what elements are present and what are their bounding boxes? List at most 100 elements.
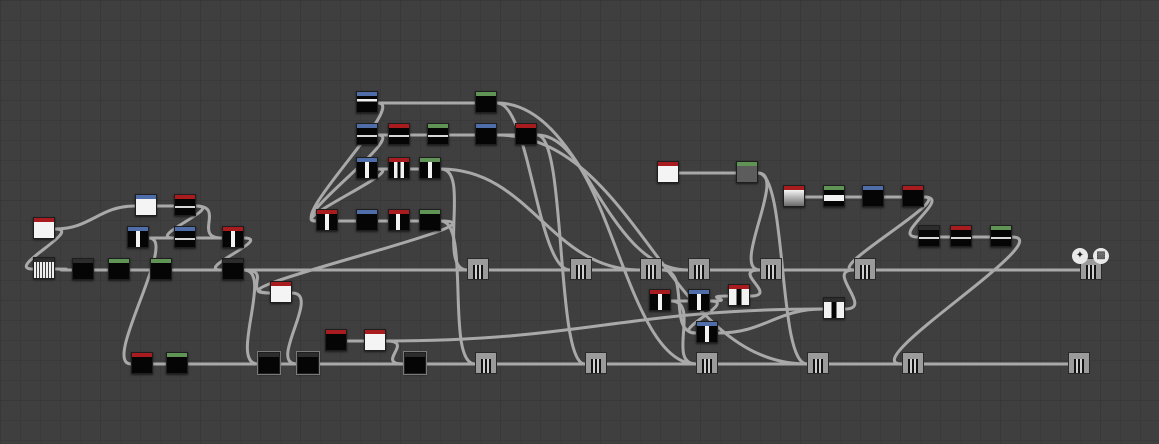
graph-node-n3[interactable] [72, 258, 94, 280]
graph-node-n14[interactable] [166, 352, 188, 374]
wire-n10-n11[interactable] [213, 236, 253, 272]
blend-node-m10[interactable] [696, 352, 718, 374]
node-thumbnail [428, 128, 448, 144]
wire-n11-n15[interactable] [242, 268, 260, 366]
node-thumbnail [991, 230, 1011, 246]
wire-n8-n13[interactable] [122, 236, 158, 366]
graph-node-n16[interactable] [296, 351, 320, 375]
blend-node-m1[interactable] [467, 258, 489, 280]
wire-n29-m1[interactable] [439, 167, 469, 272]
graph-node-n41[interactable] [950, 225, 972, 247]
blend-node-m5[interactable] [760, 258, 782, 280]
wire-n27-n30[interactable] [310, 167, 384, 223]
graph-node-n7[interactable] [174, 194, 196, 216]
graph-node-n35[interactable] [736, 161, 758, 183]
graph-node-n8[interactable] [127, 226, 149, 248]
blend-node-m2[interactable] [570, 258, 592, 280]
node-header [824, 186, 844, 190]
graph-node-n19[interactable] [403, 351, 427, 375]
wire-n33-n12[interactable] [257, 219, 454, 295]
node-header [991, 226, 1011, 230]
graph-node-n1[interactable] [33, 217, 55, 239]
graph-node-n17[interactable] [325, 329, 347, 351]
graph-node-n12[interactable] [270, 281, 292, 303]
graph-node-n37[interactable] [823, 185, 845, 207]
graph-node-n22[interactable] [356, 123, 378, 145]
wire-m3-n47[interactable] [660, 268, 698, 335]
wire-n1-n6[interactable] [53, 204, 137, 231]
node-header [863, 186, 883, 190]
graph-node-n46[interactable] [823, 297, 845, 319]
graph-node-n44[interactable] [688, 289, 710, 311]
graph-node-n29[interactable] [419, 157, 441, 179]
graph-node-n45[interactable] [728, 284, 750, 306]
graph-node-n34[interactable] [657, 161, 679, 183]
node-header [34, 258, 54, 262]
wire-n45-m5[interactable] [748, 268, 762, 298]
node-thumbnail [824, 302, 844, 318]
graph-node-n4[interactable] [108, 258, 130, 280]
wire-n1-n2[interactable] [24, 227, 64, 271]
graph-node-n43[interactable] [649, 289, 671, 311]
graph-node-n13[interactable] [131, 352, 153, 374]
graph-node-n11[interactable] [222, 258, 244, 280]
blend-node-m3[interactable] [640, 258, 662, 280]
wire-n46-m6[interactable] [842, 268, 857, 311]
wire-n35-m5[interactable] [749, 171, 769, 272]
graph-node-n21[interactable] [475, 91, 497, 113]
blend-node-m8[interactable] [475, 352, 497, 374]
node-header [73, 259, 93, 263]
blend-node-m4[interactable] [688, 258, 710, 280]
graph-node-n38[interactable] [862, 185, 884, 207]
wire-n39-n40[interactable] [908, 195, 934, 239]
graph-node-n2[interactable] [33, 257, 55, 279]
blend-node-m12[interactable] [902, 352, 924, 374]
graph-node-n31[interactable] [356, 209, 378, 231]
graph-node-n5[interactable] [150, 258, 172, 280]
wire-n21-m2[interactable] [495, 101, 572, 272]
graph-node-n25[interactable] [475, 123, 497, 145]
blend-node-m7[interactable] [1080, 258, 1102, 280]
graph-node-n23[interactable] [388, 123, 410, 145]
wire-n18-n46[interactable] [384, 307, 825, 343]
graph-node-n30[interactable] [316, 209, 338, 231]
wire-n25-m11[interactable] [495, 133, 809, 366]
wire-n33-m8[interactable] [439, 219, 477, 366]
blend-node-m13[interactable] [1068, 352, 1090, 374]
wire-n35-m11[interactable] [756, 171, 809, 366]
graph-node-n15[interactable] [257, 351, 281, 375]
graph-node-n27[interactable] [356, 157, 378, 179]
node-thumbnail [389, 162, 409, 178]
graph-node-n9[interactable] [174, 226, 196, 248]
node-header [919, 226, 939, 230]
node-header [271, 282, 291, 286]
graph-node-n47[interactable] [696, 321, 718, 343]
node-header [658, 162, 678, 166]
blend-node-m6[interactable] [854, 258, 876, 280]
graph-node-n26[interactable] [515, 123, 537, 145]
blend-node-thumbnail [591, 359, 601, 373]
graph-node-n20[interactable] [356, 91, 378, 113]
graph-node-n6[interactable] [135, 194, 157, 216]
graph-node-n18[interactable] [364, 329, 386, 351]
wire-n2-n3[interactable] [53, 267, 74, 272]
blend-node-m9[interactable] [585, 352, 607, 374]
material-output-icon[interactable]: ✦ [1072, 248, 1088, 264]
preview-output-icon[interactable]: ▩ [1093, 248, 1109, 264]
wire-n18-n19[interactable] [384, 339, 406, 366]
graph-node-n28[interactable] [388, 157, 410, 179]
graph-node-n39[interactable] [902, 185, 924, 207]
graph-node-n36[interactable] [783, 185, 805, 207]
graph-node-n10[interactable] [222, 226, 244, 248]
graph-node-n32[interactable] [388, 209, 410, 231]
graph-node-n42[interactable] [990, 225, 1012, 247]
wire-n12-n16[interactable] [286, 291, 303, 366]
graph-node-n33[interactable] [419, 209, 441, 231]
graph-node-n24[interactable] [427, 123, 449, 145]
blend-node-m11[interactable] [807, 352, 829, 374]
wire-n42-m12[interactable] [892, 235, 1022, 366]
wire-n26-m10[interactable] [535, 133, 698, 366]
wire-n39-m6[interactable] [847, 195, 931, 272]
graph-node-n40[interactable] [918, 225, 940, 247]
